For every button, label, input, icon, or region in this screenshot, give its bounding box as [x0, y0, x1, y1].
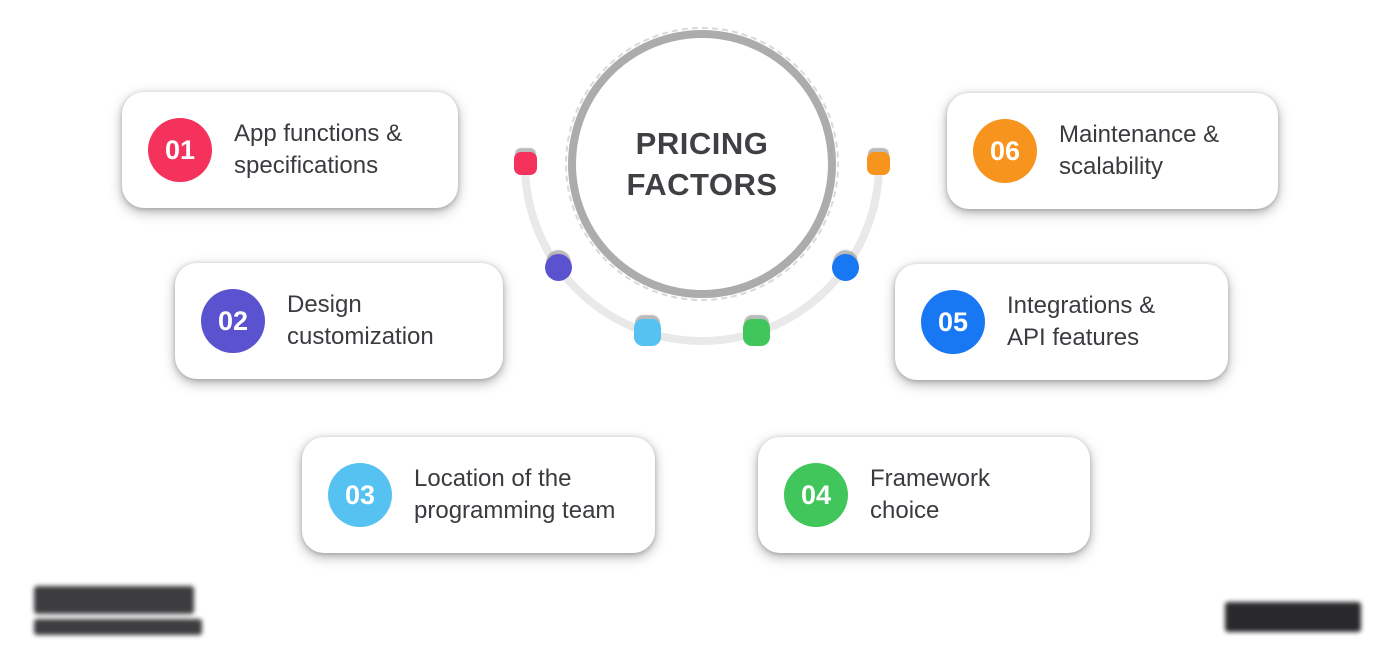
title-line-2: FACTORS — [626, 167, 778, 202]
factor-label: Design customization — [287, 291, 434, 350]
arc-dot-01 — [514, 152, 537, 175]
infographic-title: PRICING FACTORS — [626, 123, 777, 205]
factor-card-02: 02 Design customization — [175, 263, 503, 379]
factor-card-04: 04 Framework choice — [758, 437, 1090, 553]
factor-card-03: 03 Location of the programming team — [302, 437, 655, 553]
factor-card-05: 05 Integrations & API features — [895, 264, 1228, 380]
factor-number-badge: 01 — [148, 118, 212, 182]
left-logo-tagline — [34, 619, 202, 635]
left-logo — [34, 586, 202, 635]
left-logo-wordmark — [34, 586, 194, 614]
factor-label: Framework choice — [870, 465, 991, 524]
right-logo-wordmark — [1225, 602, 1361, 632]
factor-label: Integrations & API features — [1007, 292, 1156, 351]
factor-card-06: 06 Maintenance & scalability — [947, 93, 1278, 209]
factor-label: App functions & specifications — [234, 120, 403, 179]
factor-number-badge: 05 — [921, 290, 985, 354]
factor-number-badge: 03 — [328, 463, 392, 527]
factor-label: Location of the programming team — [414, 465, 616, 524]
factor-label: Maintenance & scalability — [1059, 121, 1220, 180]
factor-card-01: 01 App functions & specifications — [122, 92, 458, 208]
title-line-1: PRICING — [635, 126, 769, 161]
central-circle: PRICING FACTORS — [565, 27, 839, 301]
factor-number-badge: 02 — [201, 289, 265, 353]
factor-number-badge: 04 — [784, 463, 848, 527]
arc-dot-03 — [634, 319, 661, 346]
right-logo — [1225, 602, 1361, 632]
arc-dot-04 — [743, 319, 770, 346]
arc-dot-05 — [832, 254, 859, 281]
factor-number-badge: 06 — [973, 119, 1037, 183]
arc-dot-02 — [545, 254, 572, 281]
arc-dot-06 — [867, 152, 890, 175]
